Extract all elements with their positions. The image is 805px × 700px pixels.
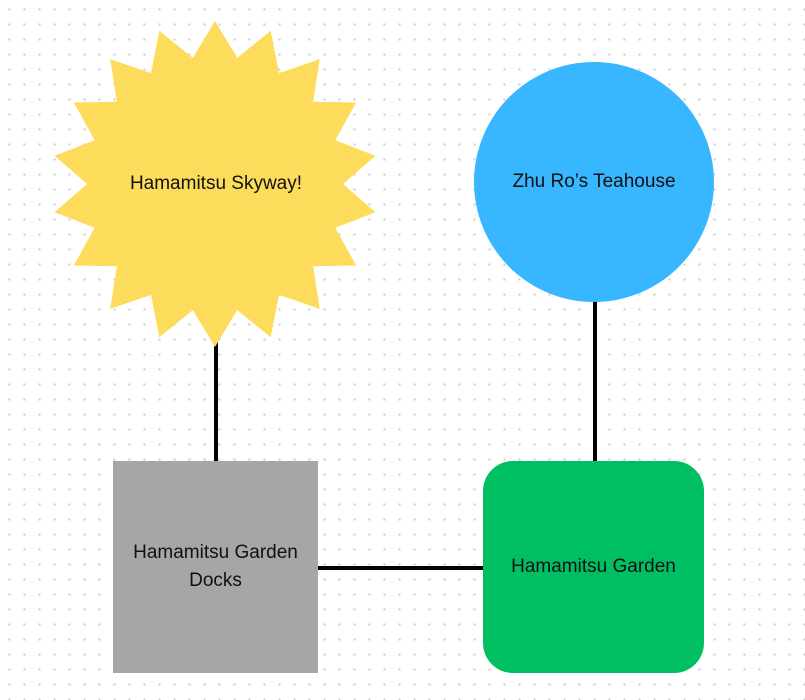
skyway-label: Hamamitsu Skyway!	[129, 173, 303, 194]
teahouse-circle[interactable]: Zhu Ro’s Teahouse	[474, 62, 714, 302]
garden-box[interactable]: Hamamitsu Garden	[483, 461, 704, 673]
garden-label: Hamamitsu Garden	[511, 556, 676, 577]
teahouse-label: Zhu Ro’s Teahouse	[512, 171, 676, 192]
skyway-starburst[interactable]	[54, 21, 376, 347]
docks-box[interactable]: Hamamitsu Garden Docks	[113, 461, 318, 673]
docks-label: Hamamitsu Garden Docks	[133, 542, 298, 591]
